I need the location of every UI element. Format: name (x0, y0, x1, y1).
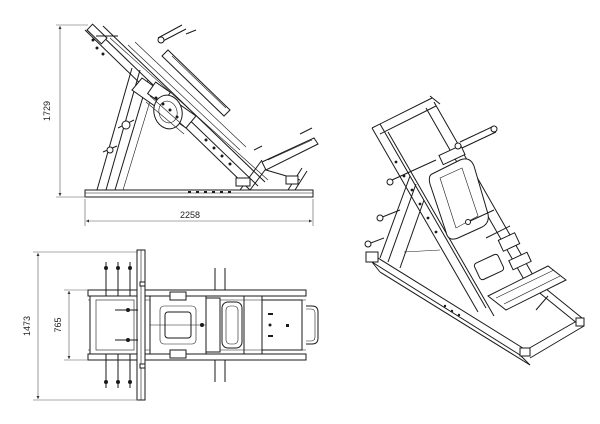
iso-shoulder (386, 125, 498, 186)
top-seat (149, 291, 207, 359)
width-dimension: 1473 (22, 251, 138, 401)
side-footplate (235, 127, 319, 191)
top-inner-pins (115, 308, 138, 342)
iso-seat (473, 225, 532, 281)
width-label: 1473 (22, 316, 32, 336)
side-top-frame (86, 23, 197, 56)
rail-holes (204, 138, 232, 166)
iso-back-pad (428, 158, 489, 240)
length-label: 2258 (180, 210, 200, 220)
height-label: 1729 (42, 101, 52, 121)
inner-width-dimension: 765 (53, 289, 88, 361)
side-handles (102, 119, 135, 154)
top-rail-lower (87, 353, 307, 361)
side-view: 1729 2258 (42, 23, 319, 226)
top-rear-handle (306, 305, 319, 345)
inner-width-label: 765 (53, 317, 63, 332)
top-shoulder-pad (221, 301, 243, 349)
side-sled (131, 77, 197, 135)
side-back-pad (161, 49, 231, 117)
top-view: 1473 765 (22, 249, 319, 401)
top-horns (104, 262, 226, 388)
base-holes (188, 191, 231, 193)
top-rail-upper (87, 289, 307, 297)
isometric-view (364, 95, 585, 366)
iso-footplate (487, 265, 567, 311)
top-left-frame (89, 295, 141, 355)
length-dimension: 2258 (84, 199, 314, 226)
height-dimension: 1729 (42, 24, 88, 198)
iso-handles (364, 209, 495, 248)
top-footplate (261, 299, 303, 351)
side-base-rail (84, 189, 314, 198)
iso-base (365, 251, 585, 366)
